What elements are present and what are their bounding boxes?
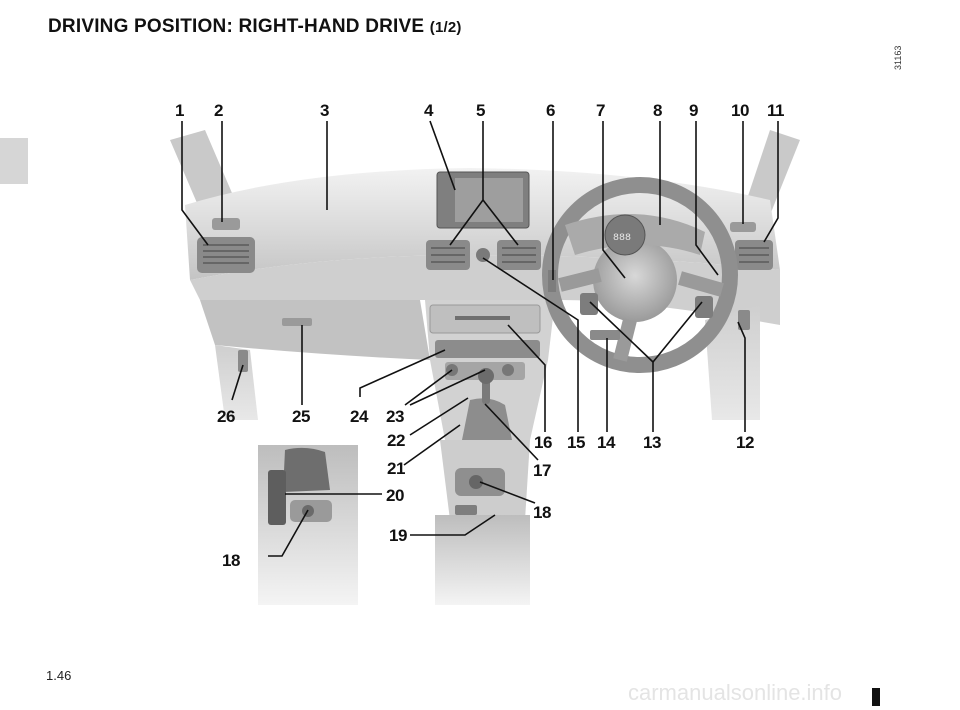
leader-12 (737, 321, 746, 432)
gear-knob (478, 368, 494, 384)
leader-21 (403, 424, 461, 466)
page-title: DRIVING POSITION: RIGHT-HAND DRIVE (1/2) (48, 16, 462, 38)
callout-10: 10 (731, 101, 749, 120)
leader-18a (479, 481, 536, 504)
callout-19: 19 (389, 526, 407, 545)
leader-11 (763, 121, 779, 243)
leader-24 (359, 349, 446, 397)
callout-26: 26 (217, 407, 235, 426)
callout-14: 14 (597, 433, 616, 452)
leader-4 (429, 120, 456, 191)
callout-1: 1 (175, 101, 184, 120)
card-slot (455, 505, 477, 515)
callout-18-right: 18 (533, 503, 551, 522)
callout-16: 16 (534, 433, 552, 452)
inset-lever (268, 470, 286, 525)
glovebox (200, 300, 430, 360)
watermark: carmanualsonline.info (628, 680, 843, 705)
cluster-digital-readout: 888 (613, 233, 631, 244)
wheel-right-controls (695, 296, 713, 318)
leader-9 (695, 121, 719, 276)
left-pillar (170, 130, 235, 210)
screen-inner (455, 178, 523, 222)
left-air-vent (197, 237, 255, 273)
right-pillar (745, 130, 800, 215)
callout-15: 15 (567, 433, 585, 452)
callout-25: 25 (292, 407, 310, 426)
leader-1 (181, 121, 209, 246)
left-stalk (548, 270, 556, 292)
gear-stick (482, 378, 490, 404)
right-side-vent (730, 222, 756, 232)
leader-16 (507, 324, 546, 432)
leader-15 (482, 257, 579, 432)
wheel-left-controls (580, 293, 598, 315)
callout-24: 24 (350, 407, 369, 426)
console-dial (469, 475, 483, 489)
leader-18b (268, 509, 309, 557)
bonnet-release (238, 350, 248, 372)
callout-12: 12 (736, 433, 754, 452)
right-knob (502, 364, 514, 376)
callout-8: 8 (653, 101, 662, 120)
leader-23b (409, 369, 486, 406)
title-text: DRIVING POSITION: RIGHT-HAND DRIVE (48, 16, 425, 37)
steering-wheel-hub (593, 238, 677, 322)
leader-7 (602, 121, 626, 279)
callout-23: 23 (386, 407, 404, 426)
callout-9: 9 (689, 101, 698, 120)
callout-2: 2 (214, 101, 223, 120)
callout-7: 7 (596, 101, 605, 120)
cluster-dial (604, 214, 646, 256)
callout-6: 6 (546, 101, 555, 120)
right-switch-block (738, 310, 750, 330)
callout-22: 22 (387, 431, 405, 450)
hazard-switch (476, 248, 490, 262)
callout-21: 21 (387, 459, 405, 478)
leader-5b (482, 199, 519, 246)
inset-gear-boot (283, 447, 330, 492)
leader-13b (652, 301, 703, 363)
leader-22 (409, 397, 469, 436)
callout-11: 11 (767, 101, 784, 120)
callout-3: 3 (320, 101, 329, 120)
leader-17 (484, 403, 539, 461)
lower-switch-block (590, 330, 620, 340)
climate-panel (435, 340, 540, 358)
callout-20: 20 (386, 486, 404, 505)
gear-boot (462, 398, 512, 440)
left-side-vent (212, 218, 240, 230)
callout-5: 5 (476, 101, 485, 120)
corner-mark (872, 688, 880, 706)
callout-18-left: 18 (222, 551, 240, 570)
leader-19 (410, 514, 496, 536)
right-lower-panel (705, 305, 760, 420)
cd-slot (455, 316, 510, 320)
title-part: (1/2) (429, 19, 462, 36)
glovebox-handle (282, 318, 312, 326)
leader-26 (231, 364, 244, 401)
section-tab (0, 138, 28, 184)
leader-23a (404, 369, 453, 406)
callout-13: 13 (643, 433, 661, 452)
page-number: 1.46 (46, 668, 72, 683)
console-fade (435, 515, 530, 605)
wheel-spokes (558, 268, 724, 362)
callout-4: 4 (424, 101, 434, 120)
callout-17: 17 (533, 461, 551, 480)
